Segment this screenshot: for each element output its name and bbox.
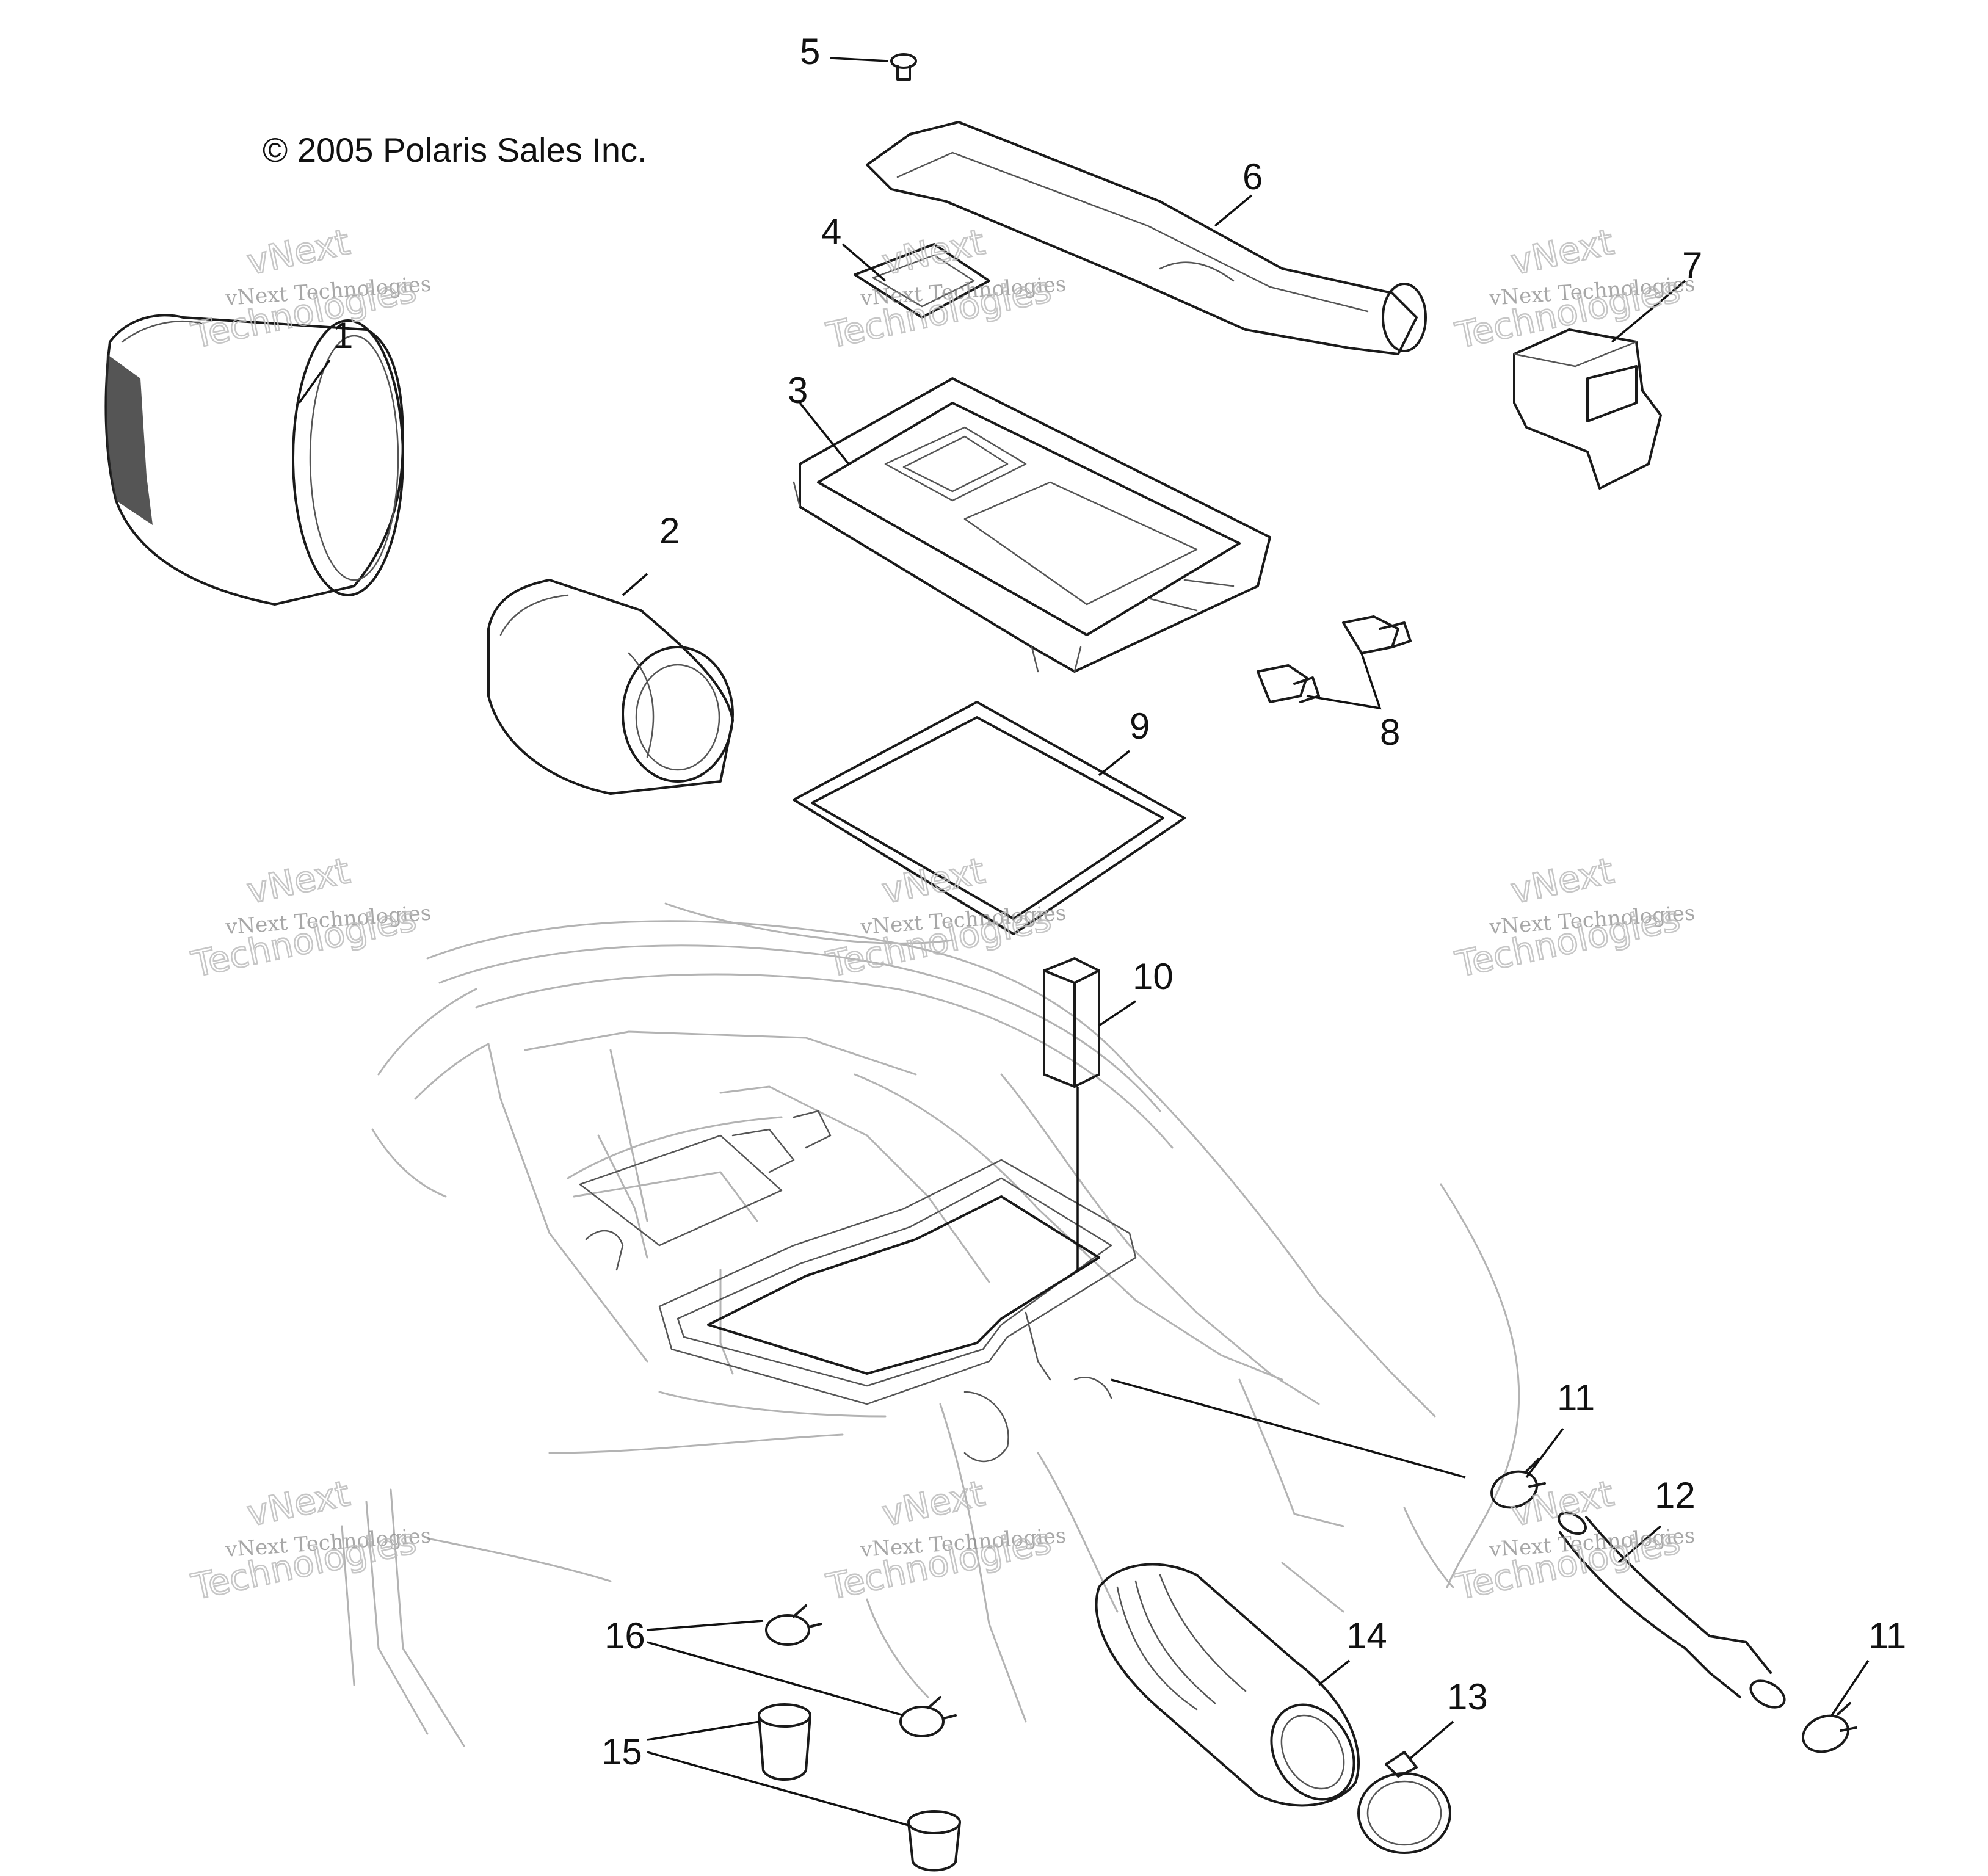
part-15-sleeve-upper [758,1703,811,1781]
leader-lines [298,57,1870,1827]
callout-4: 4 [821,211,841,252]
callout-7: 7 [1682,245,1702,286]
callout-3: 3 [788,370,808,411]
part-6-intake-duct [866,121,1427,355]
callout-16: 16 [604,1615,645,1656]
callout-11-lower: 11 [1868,1615,1906,1656]
watermark: vNext vNext Technologies Technologies [187,220,432,357]
part-1-pre-filter-sleeve [104,314,404,606]
part-10-foam-pad [1043,957,1100,1088]
part-16-clamp-lower [899,1696,957,1737]
callout-12: 12 [1655,1475,1696,1516]
part-5-screw [890,53,917,81]
part-4-gasket [854,243,990,319]
svg-text:vNext: vNext [244,850,354,912]
part-11-clamp-lower [1802,1702,1857,1753]
watermark: vNext vNext Technologies Technologies [822,220,1067,357]
part-15-sleeve-lower [907,1810,961,1872]
part-8-clips [1257,615,1412,703]
callout-5: 5 [800,31,820,72]
part-12-hose [1558,1511,1786,1709]
callout-11-upper: 11 [1557,1377,1595,1418]
watermark: vNext vNext Technologies Technologies [822,849,1067,986]
callout-labels: 1 2 3 4 5 6 7 8 9 10 11 12 13 14 15 16 1… [333,31,1906,1772]
callout-9: 9 [1130,706,1150,747]
copyright-notice: © 2005 Polaris Sales Inc. [263,131,647,169]
watermark: vNext vNext Technologies Technologies [1451,220,1696,357]
svg-text:vNext: vNext [1507,850,1617,912]
watermark: vNext vNext Technologies Technologies [822,1472,1067,1609]
part-16-clamp-upper [765,1604,822,1646]
callout-13: 13 [1447,1676,1488,1717]
callout-8: 8 [1380,712,1400,753]
airbox-base-installed [579,1110,1137,1463]
part-11-clamp-upper [1490,1458,1546,1509]
callout-2: 2 [659,510,680,551]
callout-10: 10 [1133,956,1174,997]
part-9-seal [793,701,1186,935]
callout-1: 1 [333,315,353,356]
svg-text:vNext: vNext [879,850,989,912]
callout-6: 6 [1242,156,1263,197]
callout-15: 15 [601,1731,642,1772]
svg-text:vNext: vNext [1507,221,1617,283]
hull-seat-cavity-background [341,902,1520,1747]
copyright-text: © 2005 Polaris Sales Inc. [263,131,647,169]
watermark: vNext vNext Technologies Technologies [187,1472,432,1609]
watermark: vNext vNext Technologies Technologies [1451,849,1696,986]
svg-text:vNext: vNext [244,1472,354,1535]
part-13-hose-clamp [1357,1751,1451,1854]
svg-text:vNext: vNext [244,221,354,283]
part-7-foam-block [1513,328,1662,490]
part-2-air-filter [487,579,734,795]
callout-14: 14 [1346,1615,1387,1656]
svg-text:vNext: vNext [879,221,989,283]
part-14-intake-boot [1095,1563,1360,1807]
watermark: vNext vNext Technologies Technologies [187,849,432,986]
part-3-airbox-lid [793,377,1271,673]
watermarks: vNext vNext Technologies Technologies vN… [187,220,1696,1609]
